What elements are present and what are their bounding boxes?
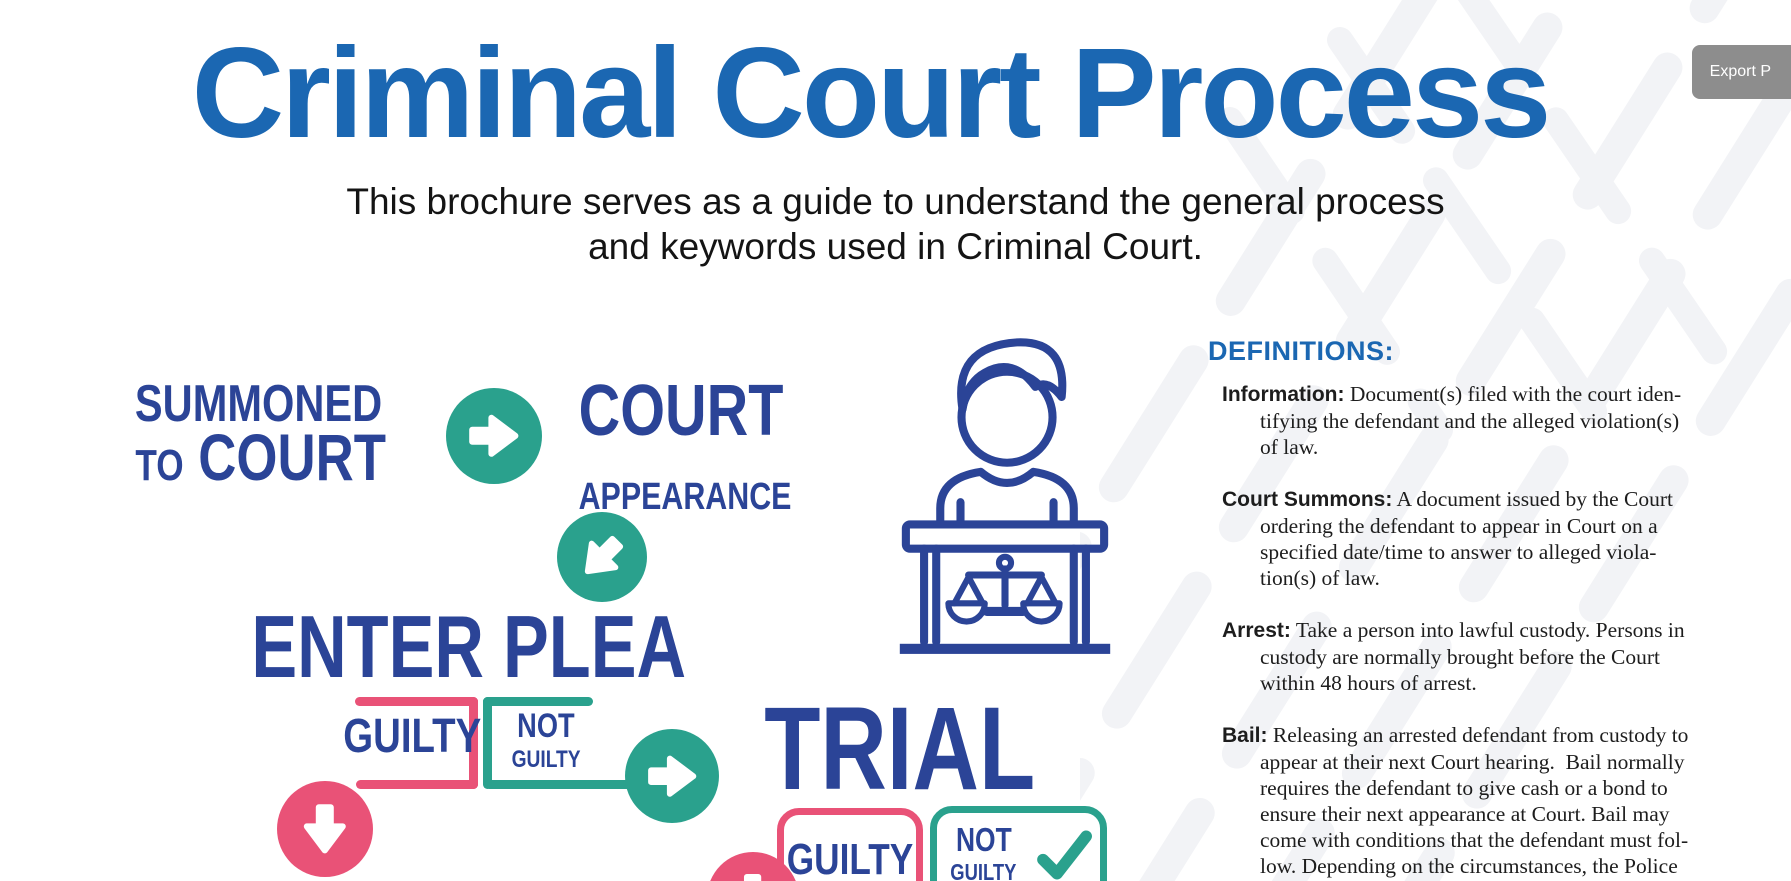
plea-not-guilty-label: NOT GUILTY (511, 707, 581, 773)
page-title: Criminal Court Process (191, 22, 1552, 165)
court-label: COURT (198, 420, 386, 494)
verdict-guilty-label: GUILTY (786, 835, 914, 881)
court-appearance-line2: APPEARANCE (578, 476, 792, 518)
definition-text: Document(s) filed with the court iden- t… (1260, 382, 1682, 459)
arrow-down-icon (277, 781, 373, 877)
flow-step-summoned-to-court: SUMMONED TO COURT (104, 375, 414, 496)
definitions-panel: DEFINITIONS: Information: Document(s) fi… (1208, 336, 1748, 881)
guilty-bracket-bottom (356, 780, 478, 789)
trial-arrow-right-icon (625, 729, 719, 823)
verdict-not-guilty-box: NOT GUILTY (930, 806, 1107, 881)
definitions-heading: DEFINITIONS: (1208, 336, 1394, 366)
definition-arrest: Arrest: Take a person into lawful custod… (1222, 617, 1748, 696)
definition-bail: Bail: Releasing an arrested defendant fr… (1222, 722, 1748, 879)
not-guilty-bracket-bottom (485, 780, 635, 789)
definition-term: Court Summons: (1222, 488, 1393, 511)
definition-term: Information: (1222, 383, 1345, 406)
verdict-guilty-box: GUILTY (777, 808, 923, 881)
judge-podium-icon (899, 338, 1111, 654)
not-guilty-bracket-left (483, 697, 492, 789)
arrow-right-icon (446, 388, 542, 484)
subtitle-line-1: This brochure serves as a guide to under… (346, 181, 1445, 222)
definition-text: Take a person into lawful custody. Perso… (1260, 618, 1685, 695)
definition-term: Arrest: (1222, 619, 1291, 642)
definition-text: A document issued by the Court ordering … (1260, 487, 1674, 590)
flow-step-trial: TRIAL (764, 683, 1036, 815)
page-subtitle: This brochure serves as a guide to under… (0, 179, 1791, 269)
not-guilty-bracket-top (483, 697, 593, 706)
arrow-down-left-icon (557, 512, 647, 602)
definition-court-summons: Court Summons: A document issued by the … (1222, 486, 1748, 591)
court-appearance-line1: COURT (578, 371, 784, 451)
plea-guilty-label: GUILTY (343, 710, 482, 763)
flow-step-court-appearance: COURT APPEARANCE (552, 374, 810, 522)
export-pdf-button[interactable]: Export P (1691, 45, 1791, 99)
verdict-not-guilty-label: GUILTY (950, 859, 1017, 881)
verdict-not-label: NOT (955, 821, 1012, 858)
definition-term: Bail: (1222, 724, 1268, 747)
guilty-bracket-top (355, 697, 478, 706)
to-label: TO (135, 441, 184, 490)
flow-step-enter-plea: ENTER PLEA (251, 597, 687, 696)
checkmark-icon (1036, 830, 1092, 880)
definition-information: Information: Document(s) filed with the … (1222, 381, 1748, 460)
definition-text: Releasing an arrested defendant from cus… (1260, 723, 1689, 878)
subtitle-line-2: and keywords used in Criminal Court. (588, 226, 1203, 267)
guilty-bracket-right (469, 697, 478, 789)
summoned-label: SUMMONED (135, 375, 383, 433)
